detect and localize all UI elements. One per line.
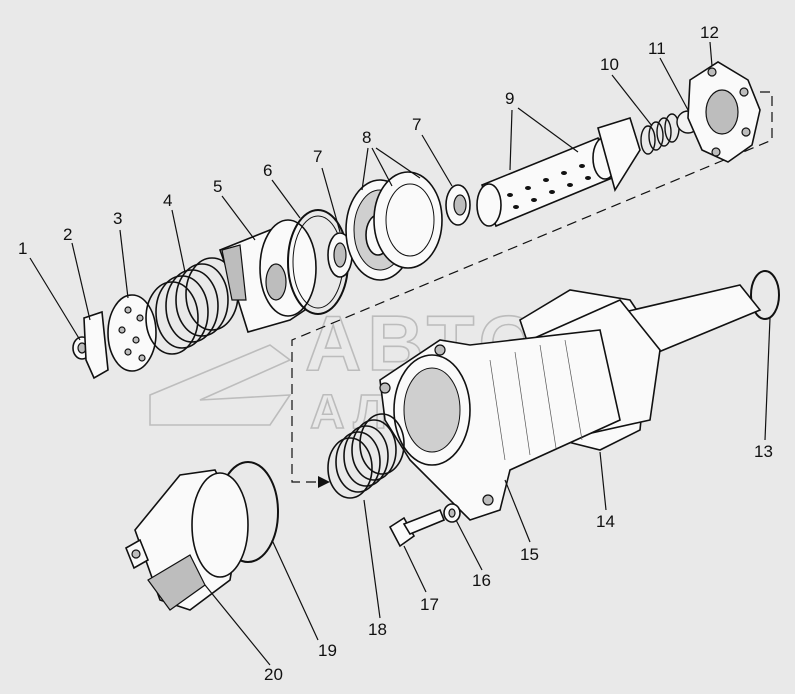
part-9-filter-tube <box>476 116 641 228</box>
callout-15: 15 <box>520 545 539 564</box>
callout-1: 1 <box>18 239 27 258</box>
callout-16: 16 <box>472 571 491 590</box>
part-12-flange <box>687 61 761 163</box>
callout-5: 5 <box>213 177 222 196</box>
callout-8: 8 <box>362 128 371 147</box>
callout-13: 13 <box>754 442 773 461</box>
callout-17: 17 <box>420 595 439 614</box>
part-8-piston-seals <box>345 171 443 281</box>
callout-2: 2 <box>63 225 72 244</box>
part-20-cap <box>124 469 249 611</box>
assembly-axis-arrow <box>318 476 330 488</box>
part-7-washer-left <box>327 232 353 278</box>
leader-lines <box>29 41 771 666</box>
callout-18: 18 <box>368 620 387 639</box>
part-16-washer <box>443 503 461 523</box>
callout-9: 9 <box>505 89 514 108</box>
callout-12: 12 <box>700 23 719 42</box>
callout-14: 14 <box>596 512 615 531</box>
callout-3: 3 <box>113 209 122 228</box>
part-4-spring <box>145 257 239 355</box>
callout-19: 19 <box>318 641 337 660</box>
callout-20: 20 <box>264 665 283 684</box>
callouts: 1 2 3 4 5 6 7 8 7 9 10 11 12 13 14 15 16… <box>18 23 773 684</box>
part-7-washer-right <box>445 184 471 226</box>
part-17-bolt <box>388 508 446 548</box>
assembly-axis-line <box>291 91 773 483</box>
part-18-spring <box>327 413 405 499</box>
part-13-ring <box>750 270 780 320</box>
part-3-valve-plate <box>107 294 157 372</box>
part-2-lock-plate <box>83 310 109 380</box>
callout-11: 11 <box>648 39 666 58</box>
watermark-emblem <box>149 344 292 426</box>
callout-7-left: 7 <box>313 147 322 166</box>
callout-4: 4 <box>163 191 172 210</box>
callout-7-right: 7 <box>412 115 421 134</box>
part-15-housing <box>379 329 621 521</box>
callout-6: 6 <box>263 161 272 180</box>
part-5-valve-body <box>218 219 317 333</box>
callout-10: 10 <box>600 55 619 74</box>
